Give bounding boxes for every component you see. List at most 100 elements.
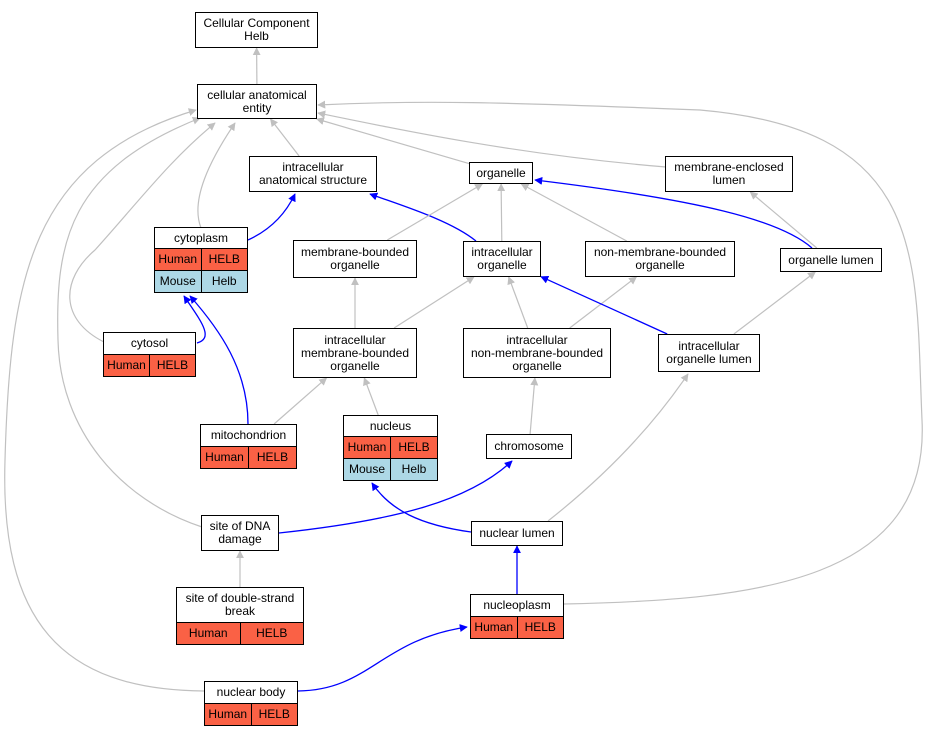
node-label: cytosol <box>130 336 169 350</box>
node-chromosome[interactable]: chromosome <box>486 434 572 459</box>
edge-is-a-iol-to-ol <box>733 271 816 335</box>
annotation-row-human: Human HELB <box>177 622 303 644</box>
node-label: nucleus <box>369 418 412 433</box>
node-ol[interactable]: organelle lumen <box>780 248 882 272</box>
gene-cell: HELB <box>390 437 437 458</box>
edge-part-of-iol-to-io <box>540 276 668 335</box>
species-cell: Human <box>107 358 146 372</box>
node-inmbo[interactable]: intracellular non-membrane-bounded organ… <box>463 328 611 378</box>
edge-is-a-cytosol-to-cae <box>69 122 216 343</box>
node-mbo[interactable]: membrane-bounded organelle <box>293 240 417 278</box>
edge-is-a-organelle-to-cae <box>315 117 470 165</box>
node-cae[interactable]: cellular anatomical entity <box>197 84 317 119</box>
species-cell: Human <box>208 707 248 721</box>
edge-part-of-cytosol-to-cytoplasm <box>183 295 206 344</box>
annotation-row-human: Human HELB <box>201 446 296 468</box>
edge-part-of-io-to-ias <box>369 192 477 242</box>
edge-is-a-ol-to-mel <box>749 191 818 249</box>
edge-is-a-cytoplasm-to-cae <box>197 122 236 229</box>
annotation-row-mouse: Mouse Helb <box>344 458 437 480</box>
node-label: nuclear lumen <box>479 526 555 540</box>
species-cell: Human <box>205 450 244 464</box>
edge-is-a-nmbo-to-organelle <box>520 183 627 242</box>
node-label: organelle <box>476 165 526 180</box>
species-cell: Human <box>188 626 228 640</box>
edge-part-of-cytoplasm-to-ias <box>247 193 296 241</box>
node-organelle[interactable]: organelle <box>469 162 533 184</box>
edge-is-a-nl-to-iol <box>547 373 689 522</box>
gene-cell: HELB <box>239 623 304 644</box>
node-nmbo[interactable]: non-membrane-bounded organelle <box>585 241 735 277</box>
edge-is-a-mel-to-cae <box>317 110 667 168</box>
node-cc-helb[interactable]: Cellular Component Helb <box>195 12 318 48</box>
edge-is-a-mbo-to-organelle <box>386 183 483 241</box>
node-io[interactable]: intracellular organelle <box>463 241 541 277</box>
node-imbo[interactable]: intracellular membrane-bounded organelle <box>293 328 417 378</box>
species-cell: Human <box>347 440 387 454</box>
node-label: membrane-enclosed lumen <box>674 160 784 187</box>
edge-part-of-nb-to-nucleoplasm <box>297 624 468 692</box>
node-sodd[interactable]: site of DNA damage <box>201 515 279 551</box>
node-label: nuclear body <box>216 685 286 699</box>
gene-cell: Helb <box>390 459 437 480</box>
gene-cell: HELB <box>516 617 564 638</box>
edge-is-a-io-to-organelle <box>497 183 506 242</box>
node-iol[interactable]: intracellular organelle lumen <box>658 334 760 372</box>
edge-is-a-inmbo-to-io <box>507 276 529 329</box>
species-cell: Mouse <box>348 462 386 476</box>
edge-is-a-nb-to-cae <box>4 108 205 692</box>
node-label: intracellular organelle <box>471 245 533 272</box>
gene-cell: HELB <box>250 704 298 725</box>
edge-is-a-nucleoplasm-to-cae <box>317 100 923 605</box>
node-label: cytoplasm <box>173 230 229 245</box>
species-cell: Mouse <box>159 274 196 288</box>
node-label: site of double-strand break <box>185 591 295 618</box>
edge-part-of-mito-to-cytoplasm <box>189 295 249 425</box>
node-label: intracellular anatomical structure <box>258 160 368 187</box>
node-label: intracellular non-membrane-bounded organ… <box>470 332 604 373</box>
node-label: membrane-bounded organelle <box>300 245 410 272</box>
gene-cell: HELB <box>248 447 296 468</box>
node-label: mitochondrion <box>210 428 287 442</box>
node-label: non-membrane-bounded organelle <box>593 245 727 272</box>
annotation-row-mouse: Mouse Helb <box>155 270 247 292</box>
species-cell: Human <box>474 620 514 634</box>
node-nl[interactable]: nuclear lumen <box>471 521 563 546</box>
edge-is-a-imbo-to-io <box>393 276 475 329</box>
node-label: nucleoplasm <box>483 598 551 612</box>
edge-is-a-ias-to-cae <box>270 118 300 157</box>
edge-part-of-ol-to-organelle <box>534 176 813 249</box>
node-label: Cellular Component Helb <box>203 16 310 43</box>
node-ias[interactable]: intracellular anatomical structure <box>249 156 377 192</box>
edge-is-a-inmbo-to-nmbo <box>569 276 638 329</box>
node-label: intracellular organelle lumen <box>666 339 752 366</box>
edge-is-a-chromosome-to-inmbo <box>529 377 539 435</box>
node-label: organelle lumen <box>788 252 874 267</box>
species-cell: Human <box>158 252 198 266</box>
edge-part-of-nl-to-nucleus <box>371 482 472 533</box>
gene-cell: HELB <box>149 355 195 376</box>
node-label: chromosome <box>494 439 564 453</box>
node-mel[interactable]: membrane-enclosed lumen <box>665 156 793 192</box>
node-label: site of DNA damage <box>209 519 271 546</box>
edge-is-a-mito-to-imbo <box>273 377 328 425</box>
node-label: intracellular membrane-bounded organelle <box>300 332 410 373</box>
edge-part-of-sodd-to-chromosome <box>278 460 513 534</box>
gene-cell: HELB <box>200 249 248 270</box>
node-label: cellular anatomical entity <box>207 87 307 115</box>
gene-cell: Helb <box>200 271 248 292</box>
